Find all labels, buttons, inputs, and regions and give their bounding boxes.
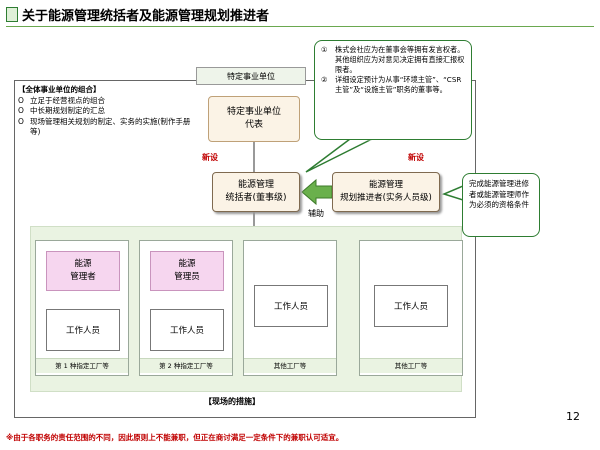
footnote: ※由于各职务的责任范围的不同，因此原则上不能兼职，但正在商讨满足一定条件下的兼职… — [6, 433, 344, 442]
page-number: 12 — [566, 410, 580, 423]
qualification-callout: 完成能源管理进修者或能源管理师作为必须的资格条件 — [462, 173, 540, 237]
title-underline — [6, 26, 594, 27]
assist-label: 辅助 — [308, 209, 324, 218]
entity-heading: 【全体事业单位的组合】 — [18, 85, 101, 94]
onsite-label: 【现场的措施】 — [204, 397, 260, 406]
plant-other-1: 工作人员 其他工厂等 — [243, 240, 337, 376]
plant-type2: 能源管理员 工作人员 第 2 种指定工厂等 — [139, 240, 233, 376]
new-label-manager: 新设 — [202, 153, 218, 162]
worker-box: 工作人员 — [150, 309, 224, 351]
plant-label: 其他工厂等 — [244, 358, 336, 373]
energy-manager-box: 能源管理者 — [46, 251, 120, 291]
energy-planner-box: 能源管理 规划推进者(实务人员级) — [332, 172, 440, 212]
title-icon — [6, 7, 18, 22]
energy-officer-box: 能源管理员 — [150, 251, 224, 291]
worker-box: 工作人员 — [374, 285, 448, 327]
page-title: 关于能源管理统括者及能源管理规划推进者 — [22, 9, 270, 24]
new-label-planner: 新设 — [408, 153, 424, 162]
plant-label: 第 1 种指定工厂等 — [36, 358, 128, 373]
plant-label: 第 2 种指定工厂等 — [140, 358, 232, 373]
worker-box: 工作人员 — [46, 309, 120, 351]
callout-pointer-qualification — [441, 184, 464, 202]
plant-type1: 能源管理者 工作人员 第 1 种指定工厂等 — [35, 240, 129, 376]
callout-pointer-director — [305, 138, 373, 173]
worker-box: 工作人员 — [254, 285, 328, 327]
representative-box: 特定事业单位 代表 — [208, 96, 300, 142]
plant-other-2: 工作人员 其他工厂等 — [359, 240, 463, 376]
energy-general-manager-box: 能源管理 统括者(董事级) — [212, 172, 300, 212]
specified-business-tag: 特定事业单位 — [196, 67, 306, 85]
assist-arrow — [301, 178, 333, 206]
plant-label: 其他工厂等 — [360, 358, 462, 373]
